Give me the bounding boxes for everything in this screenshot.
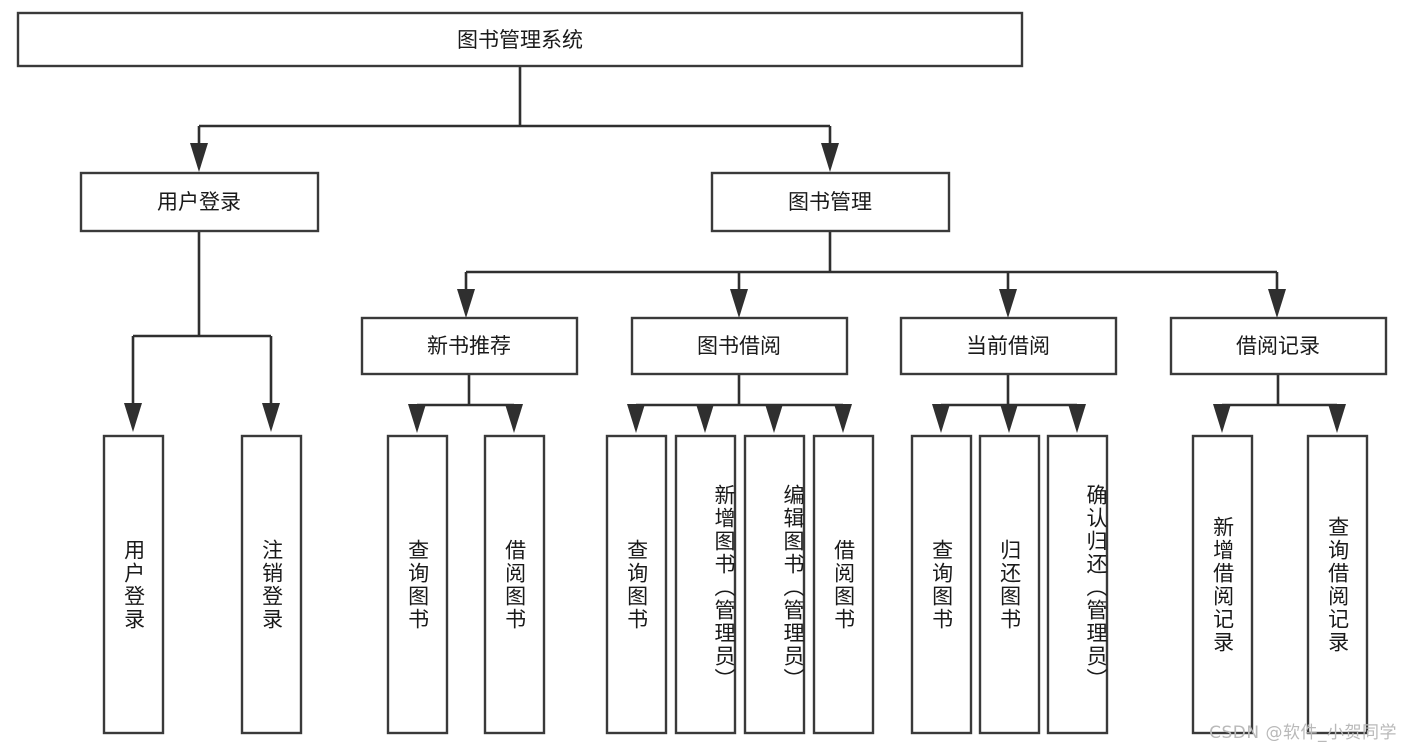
node-root[interactable]: 图书管理系统	[16, 11, 1024, 68]
node-root-box[interactable]	[16, 11, 1024, 68]
leaf-box-user-login-2[interactable]	[240, 434, 303, 735]
leaf-box-book-borrow-4[interactable]	[812, 434, 875, 735]
arrow-head-borrow-record	[1268, 289, 1286, 318]
arrow-head-leaf-current-borrow-3	[1068, 404, 1086, 433]
node-book-borrow[interactable]: 图书借阅	[630, 316, 849, 376]
leaf-box-current-borrow-2[interactable]	[978, 434, 1041, 735]
arrow-head-leaf-current-borrow-1	[932, 404, 950, 433]
arrow-head-leaf-current-borrow-2	[1000, 404, 1018, 433]
node-book-borrow-label: 图书借阅	[697, 334, 781, 358]
node-borrow-record[interactable]: 借阅记录	[1169, 316, 1388, 376]
node-user-login[interactable]: 用户登录	[79, 171, 320, 233]
csdn-watermark: CSDN @软件_小贺同学	[1209, 723, 1397, 743]
arrow-head-leaf-book-borrow-1	[627, 404, 645, 433]
node-current-borrow[interactable]: 当前借阅	[899, 316, 1118, 376]
leaf-box-book-borrow-1[interactable]	[605, 434, 668, 735]
leaf-box-current-borrow-1[interactable]	[910, 434, 973, 735]
arrow-head-leaf-user-login-2	[262, 403, 280, 432]
node-new-book[interactable]: 新书推荐	[360, 316, 579, 376]
node-book-mgmt[interactable]: 图书管理	[710, 171, 951, 233]
leaf-box-user-login-1[interactable]	[102, 434, 165, 735]
connector-group	[124, 66, 1346, 433]
arrow-head-book-borrow	[730, 289, 748, 318]
arrow-head-leaf-book-borrow-3	[765, 404, 783, 433]
node-book-borrow-box[interactable]	[630, 316, 849, 376]
arrow-head-leaf-book-borrow-4	[834, 404, 852, 433]
node-book-mgmt-label: 图书管理	[788, 190, 872, 214]
node-current-borrow-box[interactable]	[899, 316, 1118, 376]
arrow-head-current-borrow	[999, 289, 1017, 318]
node-new-book-box[interactable]	[360, 316, 579, 376]
node-current-borrow-label: 当前借阅	[966, 334, 1050, 358]
leaf-box-borrow-record-2[interactable]	[1306, 434, 1369, 735]
arrow-head-leaf-user-login-1	[124, 403, 142, 432]
leaf-box-new-book-1[interactable]	[386, 434, 449, 735]
leaf-box-book-borrow-2[interactable]	[674, 434, 737, 735]
node-user-login-box[interactable]	[79, 171, 320, 233]
arrow-head-new-book	[457, 289, 475, 318]
node-user-login-label: 用户登录	[157, 190, 241, 214]
arrow-head-leaf-new-book-1	[408, 404, 426, 433]
arrow-head-book-mgmt	[821, 143, 839, 172]
arrow-head-leaf-borrow-record-2	[1328, 404, 1346, 433]
node-root-label: 图书管理系统	[457, 28, 583, 52]
arrow-head-leaf-new-book-2	[505, 404, 523, 433]
arrow-head-leaf-book-borrow-2	[696, 404, 714, 433]
leaf-box-borrow-record-1[interactable]	[1191, 434, 1254, 735]
leaf-box-new-book-2[interactable]	[483, 434, 546, 735]
node-new-book-label: 新书推荐	[427, 334, 511, 358]
leaf-box-book-borrow-3[interactable]	[743, 434, 806, 735]
node-borrow-record-box[interactable]	[1169, 316, 1388, 376]
arrow-head-leaf-borrow-record-1	[1213, 404, 1231, 433]
node-borrow-record-label: 借阅记录	[1236, 334, 1320, 358]
leaf-box-current-borrow-3[interactable]	[1046, 434, 1109, 735]
node-book-mgmt-box[interactable]	[710, 171, 951, 233]
arrow-head-user-login	[190, 143, 208, 172]
